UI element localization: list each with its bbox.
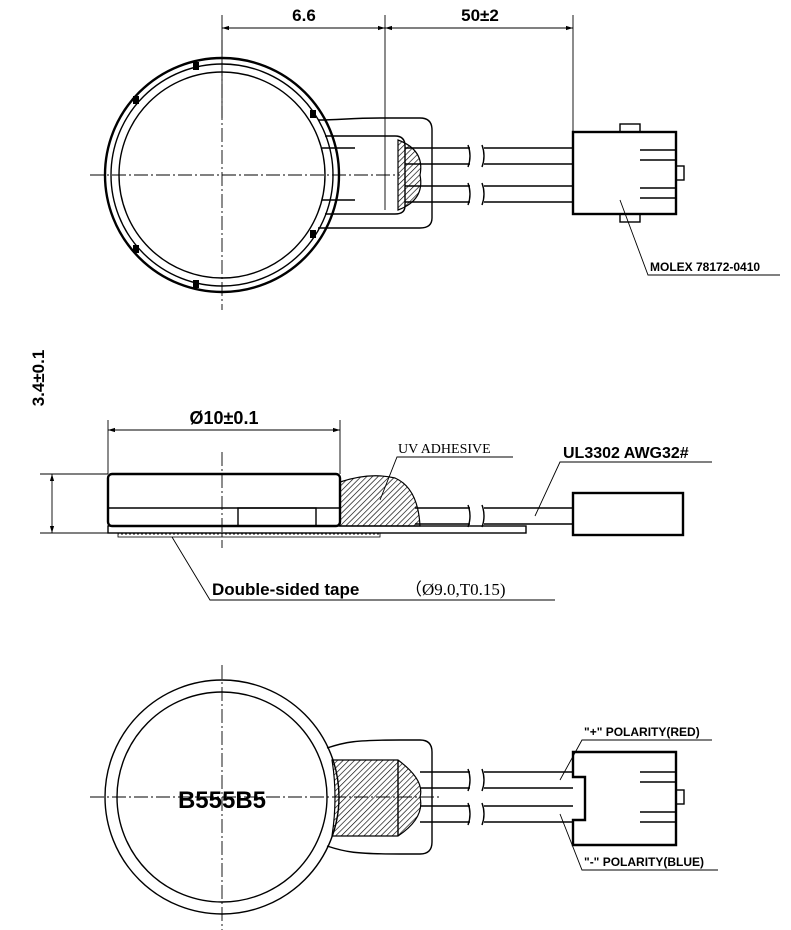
connector-leader: [619, 199, 780, 276]
negative-label: "-" POLARITY(BLUE): [584, 855, 704, 869]
bottom-view: B555B5 "+" POLARITY(RED) "-" POLARITY(BL…: [90, 665, 718, 930]
negative-leader: [559, 813, 718, 871]
wires-top: [405, 144, 573, 206]
solder-blob: [397, 139, 422, 211]
positive-label: "+" POLARITY(RED): [584, 725, 700, 739]
uv-adhesive-blob: [339, 475, 421, 527]
dim-offset-text: 6.6: [292, 6, 316, 25]
top-view: 6.6 50±2: [90, 6, 780, 310]
connector-label: MOLEX 78172-0410: [650, 260, 760, 274]
motor-side-terminal: [237, 507, 317, 527]
connector-top: [571, 123, 685, 223]
adhesive-label: UV ADHESIVE: [398, 442, 491, 457]
dim-lead-text: 50±2: [461, 6, 499, 25]
fpc-tab-outline: [317, 117, 433, 229]
tape-label: Double-sided tape: [212, 580, 359, 599]
fpc-tab-pads: [322, 147, 355, 201]
wires-side: [415, 504, 573, 528]
adhesive-leader: [379, 456, 513, 501]
tape-leader: [171, 536, 555, 601]
wire-leader: [534, 461, 712, 517]
tape-spec: （Ø9.0,T0.15): [405, 580, 506, 599]
positive-leader: [559, 739, 712, 781]
side-view: 3.4±0.1 Ø10±0.1 UV ADHESIVE UL3302 AWG3: [29, 350, 712, 601]
dim-diameter-text: Ø10±0.1: [190, 408, 259, 428]
double-sided-tape: [117, 532, 381, 538]
connector-bottom: [571, 750, 685, 847]
connector-side: [571, 491, 685, 537]
fpc-tab-bottom: [326, 739, 433, 855]
part-number: B555B5: [178, 787, 266, 814]
solder-area-bottom: [331, 759, 422, 837]
wires-bottom: [420, 768, 573, 826]
motor-side-body: [106, 472, 342, 528]
ring-tabs: [133, 62, 316, 288]
wire-label: UL3302 AWG32#: [563, 445, 689, 462]
dim-height-text: 3.4±0.1: [29, 350, 48, 407]
